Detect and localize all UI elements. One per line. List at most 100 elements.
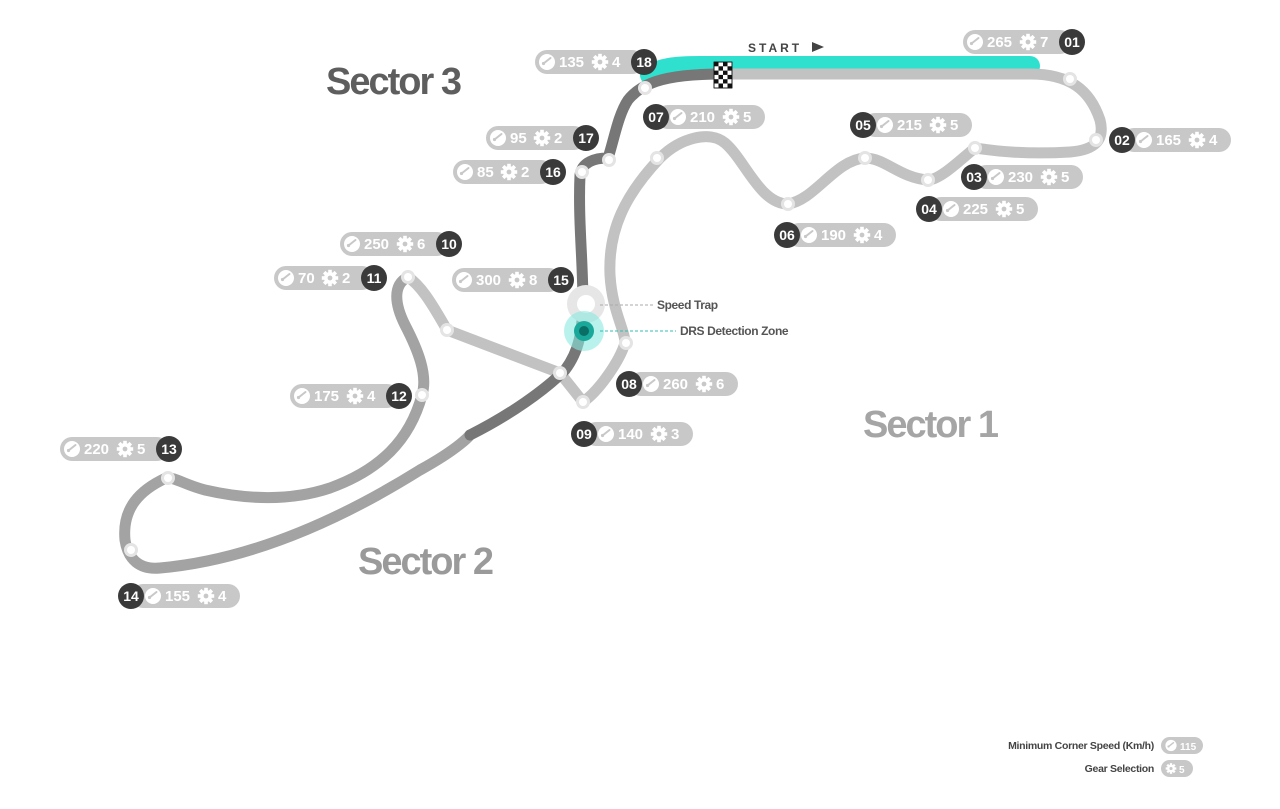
- corner-callout-18: 135 4 18: [535, 49, 657, 75]
- start-arrow-icon: [812, 42, 824, 52]
- corner-number: 16: [545, 164, 561, 180]
- corner-gear: 4: [218, 588, 227, 605]
- corner-gear: 2: [342, 270, 350, 287]
- speedometer-icon: [293, 387, 311, 405]
- corner-number-badge: 07: [643, 104, 669, 130]
- gear-icon: [695, 375, 713, 393]
- corner-gear: 8: [529, 272, 537, 289]
- corner-number-badge: 10: [436, 231, 462, 257]
- corner-number: 05: [855, 117, 871, 133]
- speedometer-icon: [1164, 739, 1178, 752]
- corner-dot: [401, 270, 415, 284]
- corner-gear: 4: [874, 227, 883, 244]
- legend-gear-pill: 5: [1161, 760, 1193, 777]
- drs-zone-highlight: [640, 56, 1040, 85]
- corner-number: 12: [391, 388, 407, 404]
- corner-dot: [575, 165, 589, 179]
- corner-number: 07: [648, 109, 664, 125]
- gear-icon: [197, 587, 215, 605]
- corner-number-badge: 01: [1059, 29, 1085, 55]
- speedometer-icon: [489, 129, 507, 147]
- corner-speed: 300: [476, 272, 501, 289]
- corner-gear: 6: [417, 236, 425, 253]
- corner-pill: [290, 384, 399, 408]
- sector-label-1: Sector 1: [863, 404, 999, 446]
- legend-gear-label: Gear Selection: [1085, 763, 1154, 775]
- speedometer-icon: [144, 587, 162, 605]
- gear-icon: [1188, 131, 1206, 149]
- corner-number-badge: 09: [571, 421, 597, 447]
- corner-speed: 135: [559, 54, 584, 71]
- gear-icon: [346, 387, 364, 405]
- speedometer-icon: [669, 108, 687, 126]
- corner-callout-06: 190 4 06: [774, 222, 896, 248]
- speedometer-icon: [800, 226, 818, 244]
- corner-dot: [619, 336, 633, 350]
- speedometer-icon: [538, 53, 556, 71]
- speedometer-icon: [987, 168, 1005, 186]
- corner-gear: 5: [950, 117, 958, 134]
- corner-speed: 225: [963, 201, 988, 218]
- corner-speed: 250: [364, 236, 389, 253]
- corner-speed: 215: [897, 117, 922, 134]
- sector-label-2: Sector 2: [358, 541, 493, 583]
- speedometer-icon: [876, 116, 894, 134]
- corner-speed: 230: [1008, 169, 1033, 186]
- corner-number: 04: [921, 201, 937, 217]
- corner-number-badge: 04: [916, 196, 942, 222]
- speedometer-icon: [456, 163, 474, 181]
- corner-number-badge: 13: [156, 436, 182, 462]
- gear-icon: [500, 163, 518, 181]
- corner-speed: 95: [510, 130, 527, 147]
- corner-dot: [921, 173, 935, 187]
- corner-gear: 5: [1016, 201, 1024, 218]
- corner-gear: 4: [612, 54, 621, 71]
- corner-number-badge: 18: [631, 49, 657, 75]
- corner-speed: 175: [314, 388, 339, 405]
- gear-icon: [321, 269, 339, 287]
- speedometer-icon: [455, 271, 473, 289]
- corner-number-badge: 03: [961, 164, 987, 190]
- corner-number-badge: 06: [774, 222, 800, 248]
- corner-speed: 70: [298, 270, 315, 287]
- corner-speed: 165: [1156, 132, 1181, 149]
- gear-icon: [995, 200, 1013, 218]
- corner-pill: [60, 437, 169, 461]
- speedometer-icon: [63, 440, 81, 458]
- corner-number: 03: [966, 169, 982, 185]
- speedometer-icon: [1135, 131, 1153, 149]
- corner-dot: [1063, 72, 1077, 86]
- speedometer-icon: [966, 33, 984, 51]
- gear-icon: [1040, 168, 1058, 186]
- gear-icon: [1019, 33, 1037, 51]
- gear-icon: [650, 425, 668, 443]
- corner-callout-04: 225 5 04: [916, 196, 1038, 222]
- corner-number: 01: [1064, 34, 1080, 50]
- gear-icon: [533, 129, 551, 147]
- corner-number-badge: 12: [386, 383, 412, 409]
- corner-dot: [124, 543, 138, 557]
- gear-icon: [722, 108, 740, 126]
- corner-speed: 190: [821, 227, 846, 244]
- corner-dot: [602, 153, 616, 167]
- gear-icon: [591, 53, 609, 71]
- sector-label-3: Sector 3: [326, 61, 461, 103]
- corner-number: 10: [441, 236, 457, 252]
- speedometer-icon: [942, 200, 960, 218]
- corner-dot: [415, 388, 429, 402]
- gear-icon: [853, 226, 871, 244]
- corner-speed: 85: [477, 164, 494, 181]
- track-sector-2: [119, 271, 476, 574]
- corner-speed: 210: [690, 109, 715, 126]
- corner-number-badge: 15: [548, 267, 574, 293]
- corner-number-badge: 14: [118, 583, 144, 609]
- corner-gear: 4: [367, 388, 376, 405]
- corner-number: 14: [123, 588, 139, 604]
